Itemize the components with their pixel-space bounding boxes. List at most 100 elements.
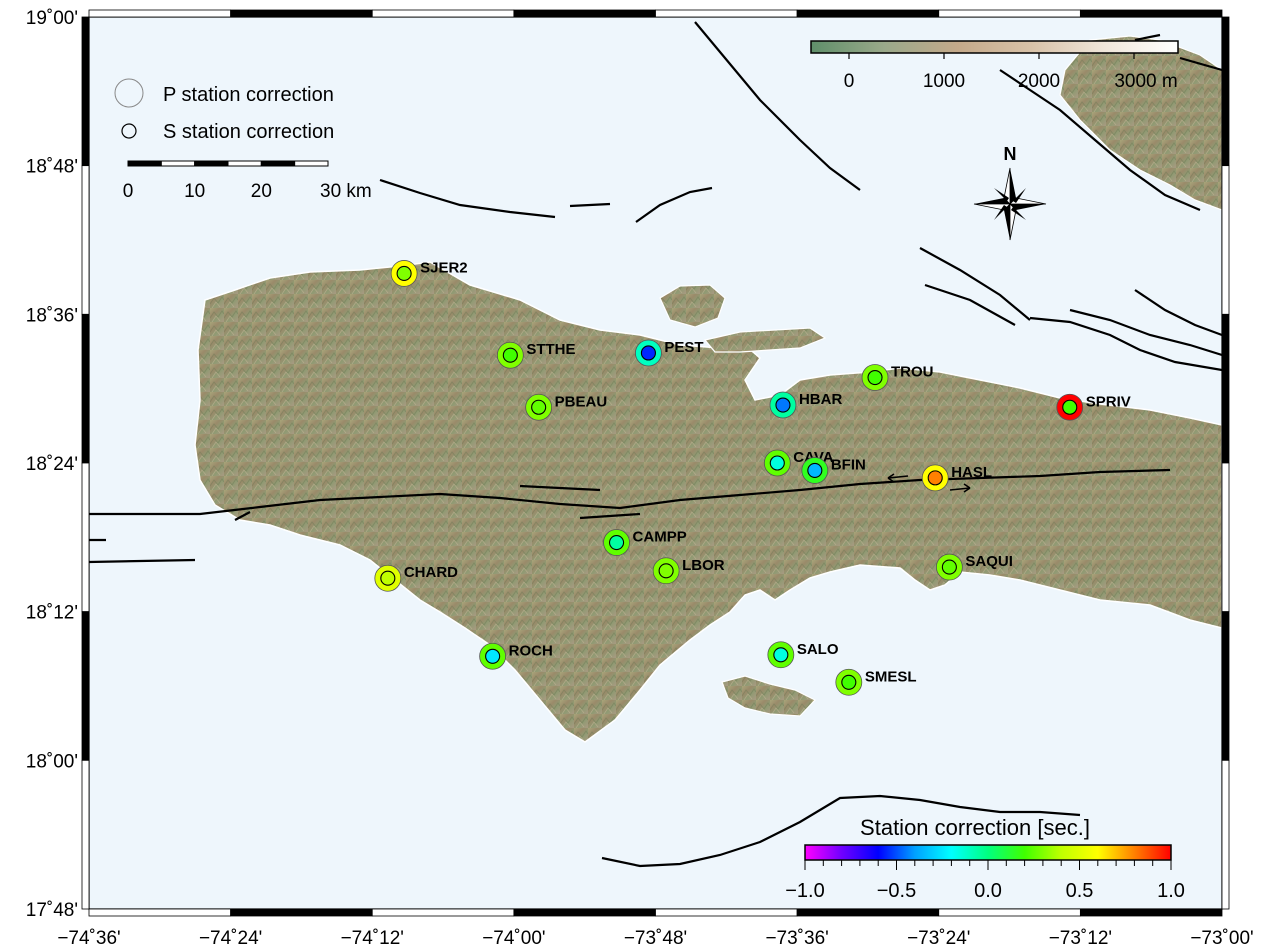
station-s-circle: [1062, 399, 1078, 415]
elevation-ticks: 0 1000 2000 3000 m: [844, 53, 1178, 92]
station-label: STTHE: [526, 341, 575, 358]
station-label: BFIN: [831, 456, 866, 473]
scalebar-segment: [160, 160, 196, 167]
station-marker: SAQUI: [935, 553, 1013, 581]
fault-arrow-east: [949, 487, 971, 491]
station-marker: TROU: [861, 364, 934, 391]
elevation-tick-label: 3000 m: [1114, 71, 1177, 92]
lat-tick-label: 18˚36': [26, 305, 78, 326]
station-label: PEST: [664, 339, 703, 356]
station-marker: SPRIV: [1056, 393, 1131, 421]
lon-tick-label: −73˚12': [1049, 928, 1112, 949]
scalebar-segment: [127, 160, 162, 167]
station-marker: SJER2: [390, 259, 468, 287]
station-label: HASL: [951, 464, 992, 481]
station-s-circle: [769, 455, 785, 471]
lon-tick-label: −73˚36': [765, 928, 828, 949]
station-marker: BFIN: [801, 456, 866, 484]
island-north: [659, 284, 726, 328]
lat-tick-label: 18˚00': [26, 751, 78, 772]
correction-tick-label: 1.0: [1157, 880, 1185, 902]
elevation-colorbar-rect: [810, 40, 1179, 54]
correction-tick-label: 0.0: [974, 880, 1002, 902]
elevation-tick-label: 2000: [1018, 71, 1060, 92]
correction-tick-label: −1.0: [785, 880, 824, 902]
station-marker: ROCH: [479, 642, 553, 670]
lat-tick-label: 18˚24': [26, 454, 78, 475]
station-label: CHARD: [404, 564, 458, 581]
correction-colorbar: Station correction [sec.] −1.0 −0.5 0.0 0.5…: [785, 815, 1185, 902]
legend: P station correction S station correctio…: [114, 78, 334, 143]
lon-tick-label: −74˚00': [482, 928, 545, 949]
scalebar-segment: [260, 160, 296, 167]
scalebar-tick-label: 20: [251, 181, 272, 202]
station-s-circle: [775, 397, 791, 413]
station-marker: SMESL: [835, 668, 917, 696]
scalebar-tick-label: 10: [184, 181, 205, 202]
lat-tick-label: 19˚00': [26, 8, 78, 29]
station-label: ROCH: [509, 642, 553, 659]
station-marker: PBEAU: [525, 393, 607, 421]
correction-colorbar-title: Station correction [sec.]: [860, 815, 1090, 840]
scalebar-tick-label: 30 km: [320, 181, 372, 202]
correction-tick-label: 0.5: [1066, 880, 1094, 902]
lon-tick-label: −74˚36': [57, 928, 120, 949]
station-s-circle: [531, 399, 547, 415]
station-marker: PEST: [635, 339, 704, 367]
island-vache: [721, 675, 816, 717]
station-marker: HASL: [921, 464, 992, 492]
station-label: SPRIV: [1086, 393, 1131, 410]
station-label: SJER2: [420, 259, 468, 276]
station-marker: CAMPP: [603, 529, 687, 556]
island-cayemites: [703, 327, 827, 353]
station-s-circle: [841, 674, 857, 690]
station-label: CAMPP: [633, 529, 687, 546]
station-s-circle: [485, 648, 501, 664]
fault-arrow-west: [887, 475, 909, 479]
lon-tick-label: −73˚48': [624, 928, 687, 949]
elevation-tick-label: 1000: [923, 71, 965, 92]
legend-p-label: P station correction: [163, 84, 334, 106]
lat-tick-label: 17˚48': [26, 900, 78, 921]
station-label: TROU: [891, 364, 934, 381]
lon-tick-label: −74˚24': [199, 928, 262, 949]
scalebar-segment: [194, 160, 229, 167]
elevation-colorbar: 0 1000 2000 3000 m: [810, 40, 1179, 92]
scalebar-segment: [227, 160, 262, 167]
lon-tick-label: −74˚12': [341, 928, 404, 949]
station-marker: LBOR: [652, 557, 725, 585]
fault-lines: [89, 21, 1222, 868]
station-s-circle: [502, 347, 518, 363]
elevation-tick-label: 0: [844, 71, 855, 92]
station-s-circle: [640, 345, 656, 361]
lon-tick-label: −73˚24': [907, 928, 970, 949]
lon-tick-label: −73˚00': [1190, 928, 1253, 949]
station-s-circle: [927, 470, 943, 486]
station-s-circle: [658, 563, 674, 579]
station-label: HBAR: [799, 391, 842, 408]
land-peninsula: [194, 261, 1222, 743]
station-s-circle: [396, 265, 412, 282]
station-label: SMESL: [865, 668, 917, 685]
legend-s-circle: [121, 123, 137, 139]
correction-ticks: −1.0 −0.5 0.0 0.5 1.0: [785, 860, 1185, 902]
correction-colorbar-rect: [804, 844, 1172, 861]
station-marker: CHARD: [374, 564, 458, 592]
station-label: SAQUI: [965, 553, 1013, 570]
station-marker: STTHE: [496, 341, 576, 369]
map-frame: [81, 9, 1230, 917]
longitude-labels: −74˚36' −74˚24' −74˚12' −74˚00' −73˚48' −73˚3…: [57, 928, 1253, 949]
legend-p-circle: [114, 78, 144, 108]
latitude-labels: 19˚00' 18˚48' 18˚36' 18˚24' 18˚12' 18˚00' 17˚4…: [26, 8, 78, 921]
lat-tick-label: 18˚12': [26, 603, 78, 624]
station-s-circle: [807, 462, 823, 478]
fault-arrow-west-head: [887, 473, 895, 483]
lat-tick-label: 18˚48': [26, 157, 78, 178]
north-label: N: [1004, 144, 1017, 164]
scalebar-segment: [294, 160, 329, 167]
station-label: LBOR: [682, 557, 725, 574]
station-s-circle: [609, 534, 625, 551]
north-arrow: N: [973, 144, 1047, 241]
correction-tick-label: −0.5: [877, 880, 916, 902]
